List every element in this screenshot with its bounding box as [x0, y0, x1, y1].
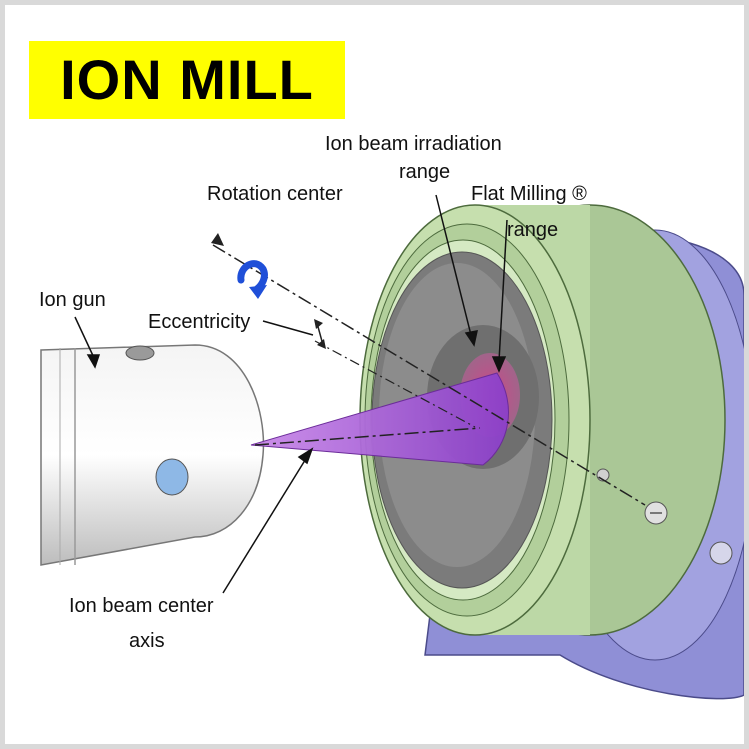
- label-eccentricity: Eccentricity: [148, 311, 251, 333]
- watermark-text: Tom聊芯片智造: [610, 712, 728, 731]
- label-ion-beam-center-axis-line1: Ion beam center: [69, 595, 214, 617]
- gun-port-side: [155, 458, 189, 496]
- page-title: ION MILL: [60, 48, 314, 111]
- leader-lines: [74, 194, 508, 594]
- watermark: Tom聊芯片智造: [582, 707, 728, 732]
- label-ion-gun: Ion gun: [39, 289, 106, 311]
- label-flat-milling-range-line1: Flat Milling ®: [471, 183, 587, 205]
- label-ion-beam-irradiation-range-line1: Ion beam irradiation: [325, 133, 502, 155]
- diagram-frame: ION MILL Ion beam irradiation range Rota…: [5, 5, 744, 744]
- base-screw: [709, 541, 733, 565]
- wechat-icon: [582, 710, 605, 728]
- label-ion-beam-center-axis-line2: axis: [129, 630, 165, 652]
- ion-mill-diagram: [40, 194, 744, 700]
- label-ion-beam-irradiation-range-line2: range: [399, 161, 451, 183]
- rotation-arrow-icon: [237, 260, 268, 299]
- ion-beam-cone: [250, 372, 509, 466]
- title-banner: ION MILL: [29, 41, 345, 119]
- ion-gun-body: [40, 344, 265, 566]
- rotation-center-axis-line: [212, 244, 646, 506]
- gun-port-top: [125, 345, 155, 361]
- ion-beam-center-axis-line: [254, 427, 481, 446]
- label-flat-milling-range-line2: range: [507, 219, 559, 241]
- label-rotation-center: Rotation center: [207, 183, 343, 205]
- rotation-axis-arrowhead: [211, 233, 224, 246]
